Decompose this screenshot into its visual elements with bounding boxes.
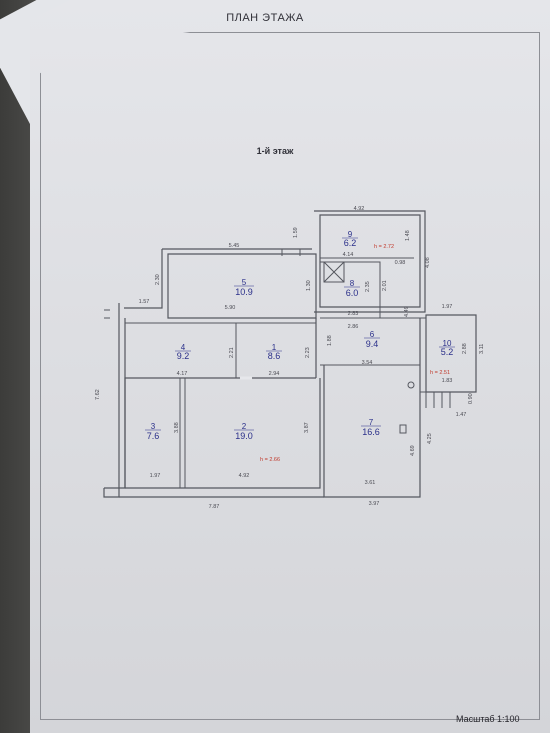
- dimension-label: 2.23: [305, 347, 311, 358]
- room-number: 5: [242, 278, 247, 287]
- dimension-label: 3.97: [369, 501, 380, 507]
- dimension-label: 1.48: [405, 230, 411, 241]
- room-number: 1: [272, 343, 277, 352]
- fixture: [407, 381, 415, 389]
- room-number: 8: [350, 279, 355, 288]
- dimension-label: 0.98: [395, 260, 406, 266]
- dimension-label: 2.01: [382, 280, 388, 291]
- height-label: h = 2.72: [374, 244, 394, 250]
- dimension-label: 2.21: [229, 347, 235, 358]
- room-number: 9: [348, 230, 353, 239]
- scale-label: Масштаб 1:100: [456, 714, 520, 724]
- dimension-label: 1.97: [150, 473, 161, 479]
- dimension-label: 3.54: [362, 360, 373, 366]
- outer-wall: [125, 378, 321, 489]
- room-area: 16.6: [362, 427, 380, 437]
- outer-wall: [319, 214, 421, 308]
- outer-wall: [314, 210, 426, 313]
- dimension-label: 4.25: [427, 433, 433, 444]
- dimension-label: 4.69: [410, 445, 416, 456]
- dimension-label: 1.47: [456, 412, 467, 418]
- dimension-label: 4.49: [404, 306, 410, 317]
- room-number: 6: [370, 330, 375, 339]
- dimension-label: 5.45: [229, 243, 240, 249]
- dimension-label: 1.97: [442, 304, 453, 310]
- height-label: h = 2.51: [430, 370, 450, 376]
- page-title: ПЛАН ЭТАЖА: [226, 12, 304, 24]
- dimension-label: 2.35: [365, 281, 371, 292]
- floor-label: 1-й этаж: [256, 146, 294, 156]
- outer-wall: [420, 317, 426, 393]
- outer-wall: [103, 303, 120, 498]
- room-area: 8.6: [268, 351, 281, 361]
- room-area: 7.6: [147, 431, 160, 441]
- outer-wall: [104, 377, 316, 489]
- dimension-label: 1.83: [442, 378, 453, 384]
- outer-wall: [323, 318, 421, 498]
- fixture: [399, 424, 407, 434]
- height-label: h = 2.66: [260, 457, 280, 463]
- dimension-label: 3.87: [304, 422, 310, 433]
- room-area: 5.2: [441, 347, 454, 357]
- dimension-label: 4.92: [239, 473, 250, 479]
- room-area: 9.4: [366, 339, 379, 349]
- dimension-label: 1.57: [139, 299, 150, 305]
- room-number: 3: [151, 422, 156, 431]
- dimension-label: 1.30: [306, 280, 312, 291]
- room-area: 10.9: [235, 287, 253, 297]
- room-area: 6.0: [346, 288, 359, 298]
- dimension-label: 3.88: [174, 422, 180, 433]
- room-area: 9.2: [177, 351, 190, 361]
- door: [206, 487, 226, 498]
- dimension-label: 4.14: [343, 252, 354, 258]
- dimension-label: 2.94: [269, 371, 280, 377]
- room-number: 2: [242, 422, 247, 431]
- room-number: 7: [369, 418, 374, 427]
- dimension-label: 4.92: [354, 206, 365, 212]
- dimension-label: 2.88: [462, 343, 468, 354]
- dimension-label: 1.59: [293, 227, 299, 238]
- dimension-label: 5.90: [225, 305, 236, 311]
- room-area: 19.0: [235, 431, 253, 441]
- stairs: [425, 392, 451, 408]
- outer-wall: [124, 249, 163, 309]
- dimension-label: 4.17: [177, 371, 188, 377]
- outer-wall: [425, 314, 477, 393]
- dimension-label: 7.87: [209, 504, 220, 510]
- drawing-frame: [40, 32, 540, 720]
- window: [281, 249, 301, 256]
- dimension-label: 3.61: [365, 480, 376, 486]
- room-number: 4: [181, 343, 186, 352]
- room-number: 10: [443, 339, 452, 348]
- window: [104, 309, 110, 319]
- dimension-label: 3.11: [479, 344, 485, 354]
- dimension-label: 7.62: [95, 389, 101, 400]
- dimension-label: 2.30: [155, 274, 161, 285]
- dimension-label: 1.88: [327, 335, 333, 346]
- dimension-label: 4.08: [425, 257, 431, 268]
- dimension-label: 2.86: [348, 324, 359, 330]
- room-area: 6.2: [344, 238, 357, 248]
- dimension-label: 2.83: [348, 311, 359, 317]
- paper-sheet: [30, 0, 550, 733]
- fixture: [323, 261, 345, 283]
- dimension-label: 0.90: [468, 393, 474, 404]
